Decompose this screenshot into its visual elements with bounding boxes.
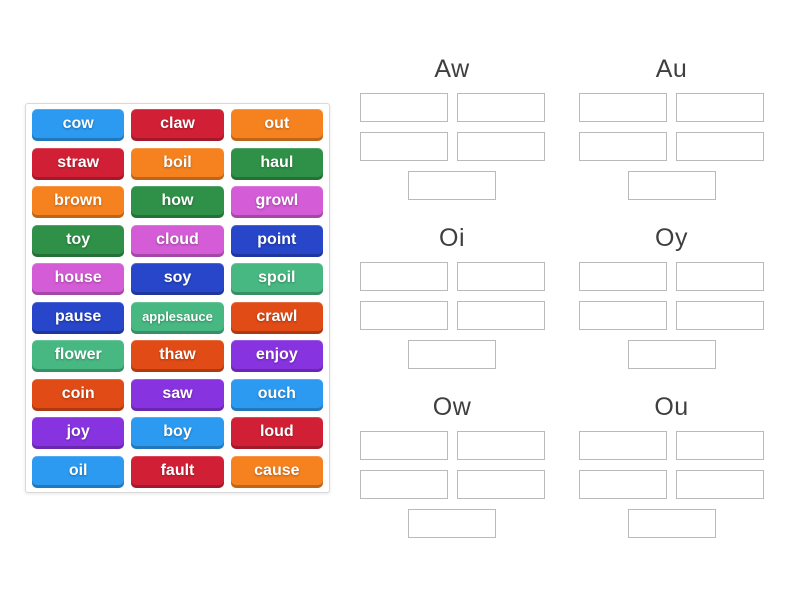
word-tile-crawl[interactable]: crawl: [230, 301, 323, 334]
slot-row: [578, 171, 765, 200]
word-tile-pause[interactable]: pause: [32, 301, 125, 334]
category-group-ou: Ou: [578, 392, 765, 538]
slot-row: [359, 171, 545, 200]
word-tile-brown[interactable]: brown: [32, 186, 125, 218]
drop-slot[interactable]: [359, 93, 448, 122]
drop-slot[interactable]: [456, 132, 545, 161]
word-tile-ouch[interactable]: ouch: [230, 378, 323, 411]
word-tile-cause[interactable]: cause: [230, 455, 323, 488]
word-tile-flower[interactable]: flower: [32, 340, 125, 372]
word-tile-cow[interactable]: cow: [32, 109, 125, 141]
group-label: Ow: [432, 393, 472, 421]
drop-slot[interactable]: [456, 262, 545, 291]
drop-slot[interactable]: [579, 93, 667, 122]
word-tile-cloud[interactable]: cloud: [131, 224, 224, 257]
drop-slots: [359, 431, 545, 538]
word-tile-spoil[interactable]: spoil: [230, 263, 323, 295]
word-tile-claw[interactable]: claw: [131, 109, 224, 141]
group-label: Oy: [655, 224, 688, 252]
word-tile-boy[interactable]: boy: [131, 417, 224, 449]
drop-slot[interactable]: [359, 262, 448, 291]
word-tile-applesauce[interactable]: applesauce: [131, 301, 224, 334]
word-tile-enjoy[interactable]: enjoy: [230, 340, 323, 372]
slot-row: [578, 262, 765, 291]
word-tile-oil[interactable]: oil: [32, 455, 125, 488]
drop-slots: [578, 262, 765, 369]
slot-row: [578, 93, 765, 122]
category-group-ow: Ow: [359, 392, 545, 538]
word-tile-growl[interactable]: growl: [230, 186, 323, 218]
drop-slot[interactable]: [579, 301, 667, 330]
drop-slot[interactable]: [627, 171, 716, 200]
drop-slot[interactable]: [456, 301, 545, 330]
drop-slot[interactable]: [359, 301, 448, 330]
drop-slot[interactable]: [627, 509, 716, 538]
slot-row: [359, 431, 545, 460]
slot-row: [359, 301, 545, 330]
drop-slots: [359, 93, 545, 200]
slot-row: [578, 301, 765, 330]
drop-slot[interactable]: [579, 262, 667, 291]
slot-row: [359, 340, 545, 369]
drop-slot[interactable]: [456, 470, 545, 499]
drop-slot[interactable]: [676, 93, 764, 122]
word-tile-thaw[interactable]: thaw: [131, 340, 224, 372]
drop-slot[interactable]: [579, 431, 667, 460]
group-label: Aw: [434, 55, 470, 83]
slot-row: [578, 470, 765, 499]
word-tile-point[interactable]: point: [230, 224, 323, 257]
category-group-oy: Oy: [578, 223, 765, 369]
drop-slot[interactable]: [676, 262, 764, 291]
slot-row: [359, 262, 545, 291]
word-tile-straw[interactable]: straw: [32, 147, 125, 180]
drop-slot[interactable]: [408, 340, 496, 369]
drop-slot[interactable]: [359, 132, 448, 161]
slot-row: [578, 431, 765, 460]
word-tile-toy[interactable]: toy: [32, 224, 125, 257]
drop-slot[interactable]: [676, 431, 764, 460]
drop-slot[interactable]: [676, 132, 764, 161]
group-label: Ou: [654, 393, 689, 421]
drop-slot[interactable]: [676, 301, 764, 330]
word-tile-haul[interactable]: haul: [230, 147, 323, 180]
category-group-au: Au: [578, 54, 765, 200]
drop-slot[interactable]: [579, 132, 667, 161]
slot-row: [578, 340, 765, 369]
group-label: Oi: [439, 224, 465, 252]
word-tile-joy[interactable]: joy: [32, 417, 125, 449]
drop-slots: [578, 431, 765, 538]
word-tile-house[interactable]: house: [32, 263, 125, 295]
slot-row: [359, 93, 545, 122]
slot-row: [359, 132, 545, 161]
category-group-oi: Oi: [359, 223, 545, 369]
word-tile-out[interactable]: out: [230, 109, 323, 141]
slot-row: [359, 470, 545, 499]
drop-slot[interactable]: [456, 93, 545, 122]
word-tile-soy[interactable]: soy: [131, 263, 224, 295]
drop-slots: [359, 262, 545, 369]
drop-slot[interactable]: [359, 431, 448, 460]
group-label: Au: [655, 55, 688, 83]
word-tile-loud[interactable]: loud: [230, 417, 323, 449]
drop-slot[interactable]: [408, 171, 496, 200]
drop-slot[interactable]: [627, 340, 716, 369]
word-tile-saw[interactable]: saw: [131, 378, 224, 411]
word-tile-fault[interactable]: fault: [131, 455, 224, 488]
drop-slot[interactable]: [408, 509, 496, 538]
slot-row: [578, 132, 765, 161]
drop-slot[interactable]: [676, 470, 764, 499]
drop-slot[interactable]: [579, 470, 667, 499]
word-tile-coin[interactable]: coin: [32, 378, 125, 411]
drop-slot[interactable]: [359, 470, 448, 499]
category-group-aw: Aw: [359, 54, 545, 200]
word-tile-boil[interactable]: boil: [131, 147, 224, 180]
slot-row: [578, 509, 765, 538]
word-tile-how[interactable]: how: [131, 186, 224, 218]
slot-row: [359, 509, 545, 538]
drop-slot[interactable]: [456, 431, 545, 460]
drop-slots: [578, 93, 765, 200]
